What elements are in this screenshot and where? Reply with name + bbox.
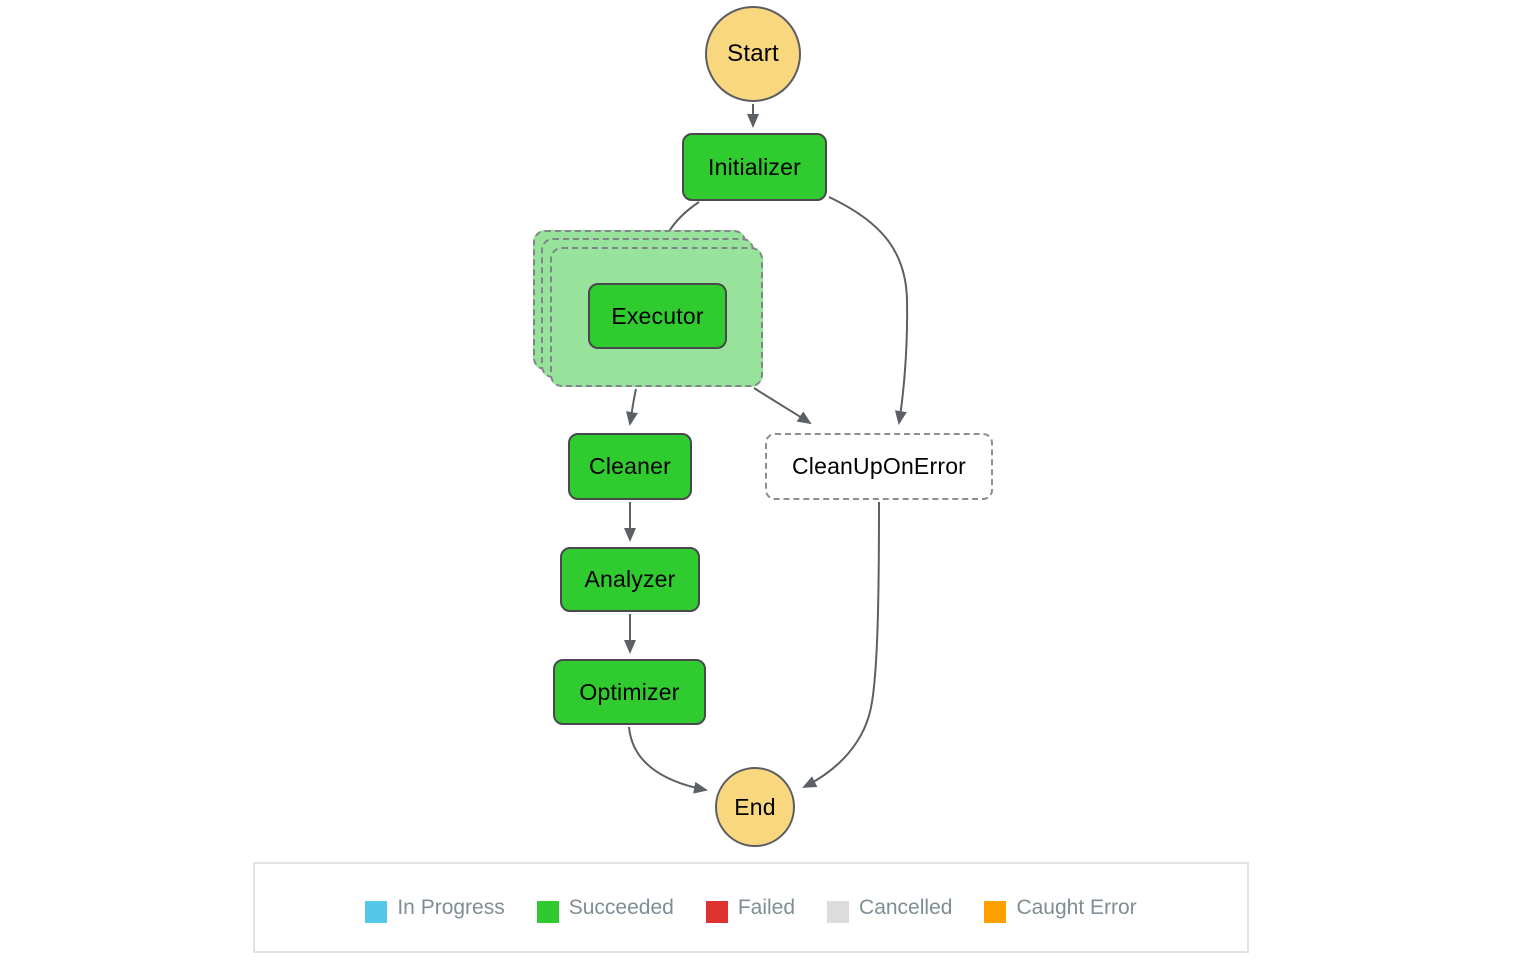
state-cleaner-label: Cleaner <box>589 453 671 479</box>
state-executor[interactable]: Executor <box>588 283 727 349</box>
status-legend: In Progress Succeeded Failed Cancelled C… <box>253 862 1249 953</box>
edge-optimizer-end <box>628 726 708 794</box>
legend-item-in-progress: In Progress <box>365 893 505 923</box>
state-initializer-label: Initializer <box>708 153 801 180</box>
legend-item-failed: Failed <box>705 893 796 923</box>
legend-item-label: Failed <box>737 895 796 919</box>
legend-item-label: In Progress <box>397 895 505 919</box>
succeeded-swatch-icon <box>536 900 559 923</box>
end-node: End <box>715 767 795 847</box>
end-node-label: End <box>734 793 776 820</box>
state-analyzer-label: Analyzer <box>584 566 676 592</box>
map-iterations-container[interactable] <box>550 247 763 387</box>
state-cleaner[interactable]: Cleaner <box>568 433 692 500</box>
legend-item-caught-error: Caught Error <box>984 893 1137 923</box>
edge-executor-cleanuponerror <box>753 387 812 425</box>
legend-item-succeeded: Succeeded <box>536 893 674 923</box>
state-executor-label: Executor <box>611 302 704 329</box>
start-node: Start <box>705 6 801 102</box>
caught-error-swatch-icon <box>984 900 1007 923</box>
edge-initializer-cleanuponerror <box>828 196 909 425</box>
start-node-label: Start <box>727 40 779 67</box>
state-analyzer[interactable]: Analyzer <box>560 547 700 612</box>
legend-item-label: Cancelled <box>859 895 953 919</box>
state-optimizer[interactable]: Optimizer <box>553 659 706 725</box>
state-cleanuponerror-label: CleanUpOnError <box>791 453 967 479</box>
state-optimizer-label: Optimizer <box>579 678 680 705</box>
state-cleanuponerror[interactable]: CleanUpOnError <box>765 433 993 500</box>
state-initializer[interactable]: Initializer <box>682 133 827 201</box>
in-progress-swatch-icon <box>365 900 388 923</box>
legend-item-cancelled: Cancelled <box>827 893 952 923</box>
failed-swatch-icon <box>705 900 728 923</box>
cancelled-swatch-icon <box>827 900 850 923</box>
legend-item-label: Caught Error <box>1016 895 1137 919</box>
edge-executor-cleaner <box>626 388 638 426</box>
legend-item-label: Succeeded <box>568 895 674 919</box>
edge-cleanuponerror-end <box>802 501 880 788</box>
